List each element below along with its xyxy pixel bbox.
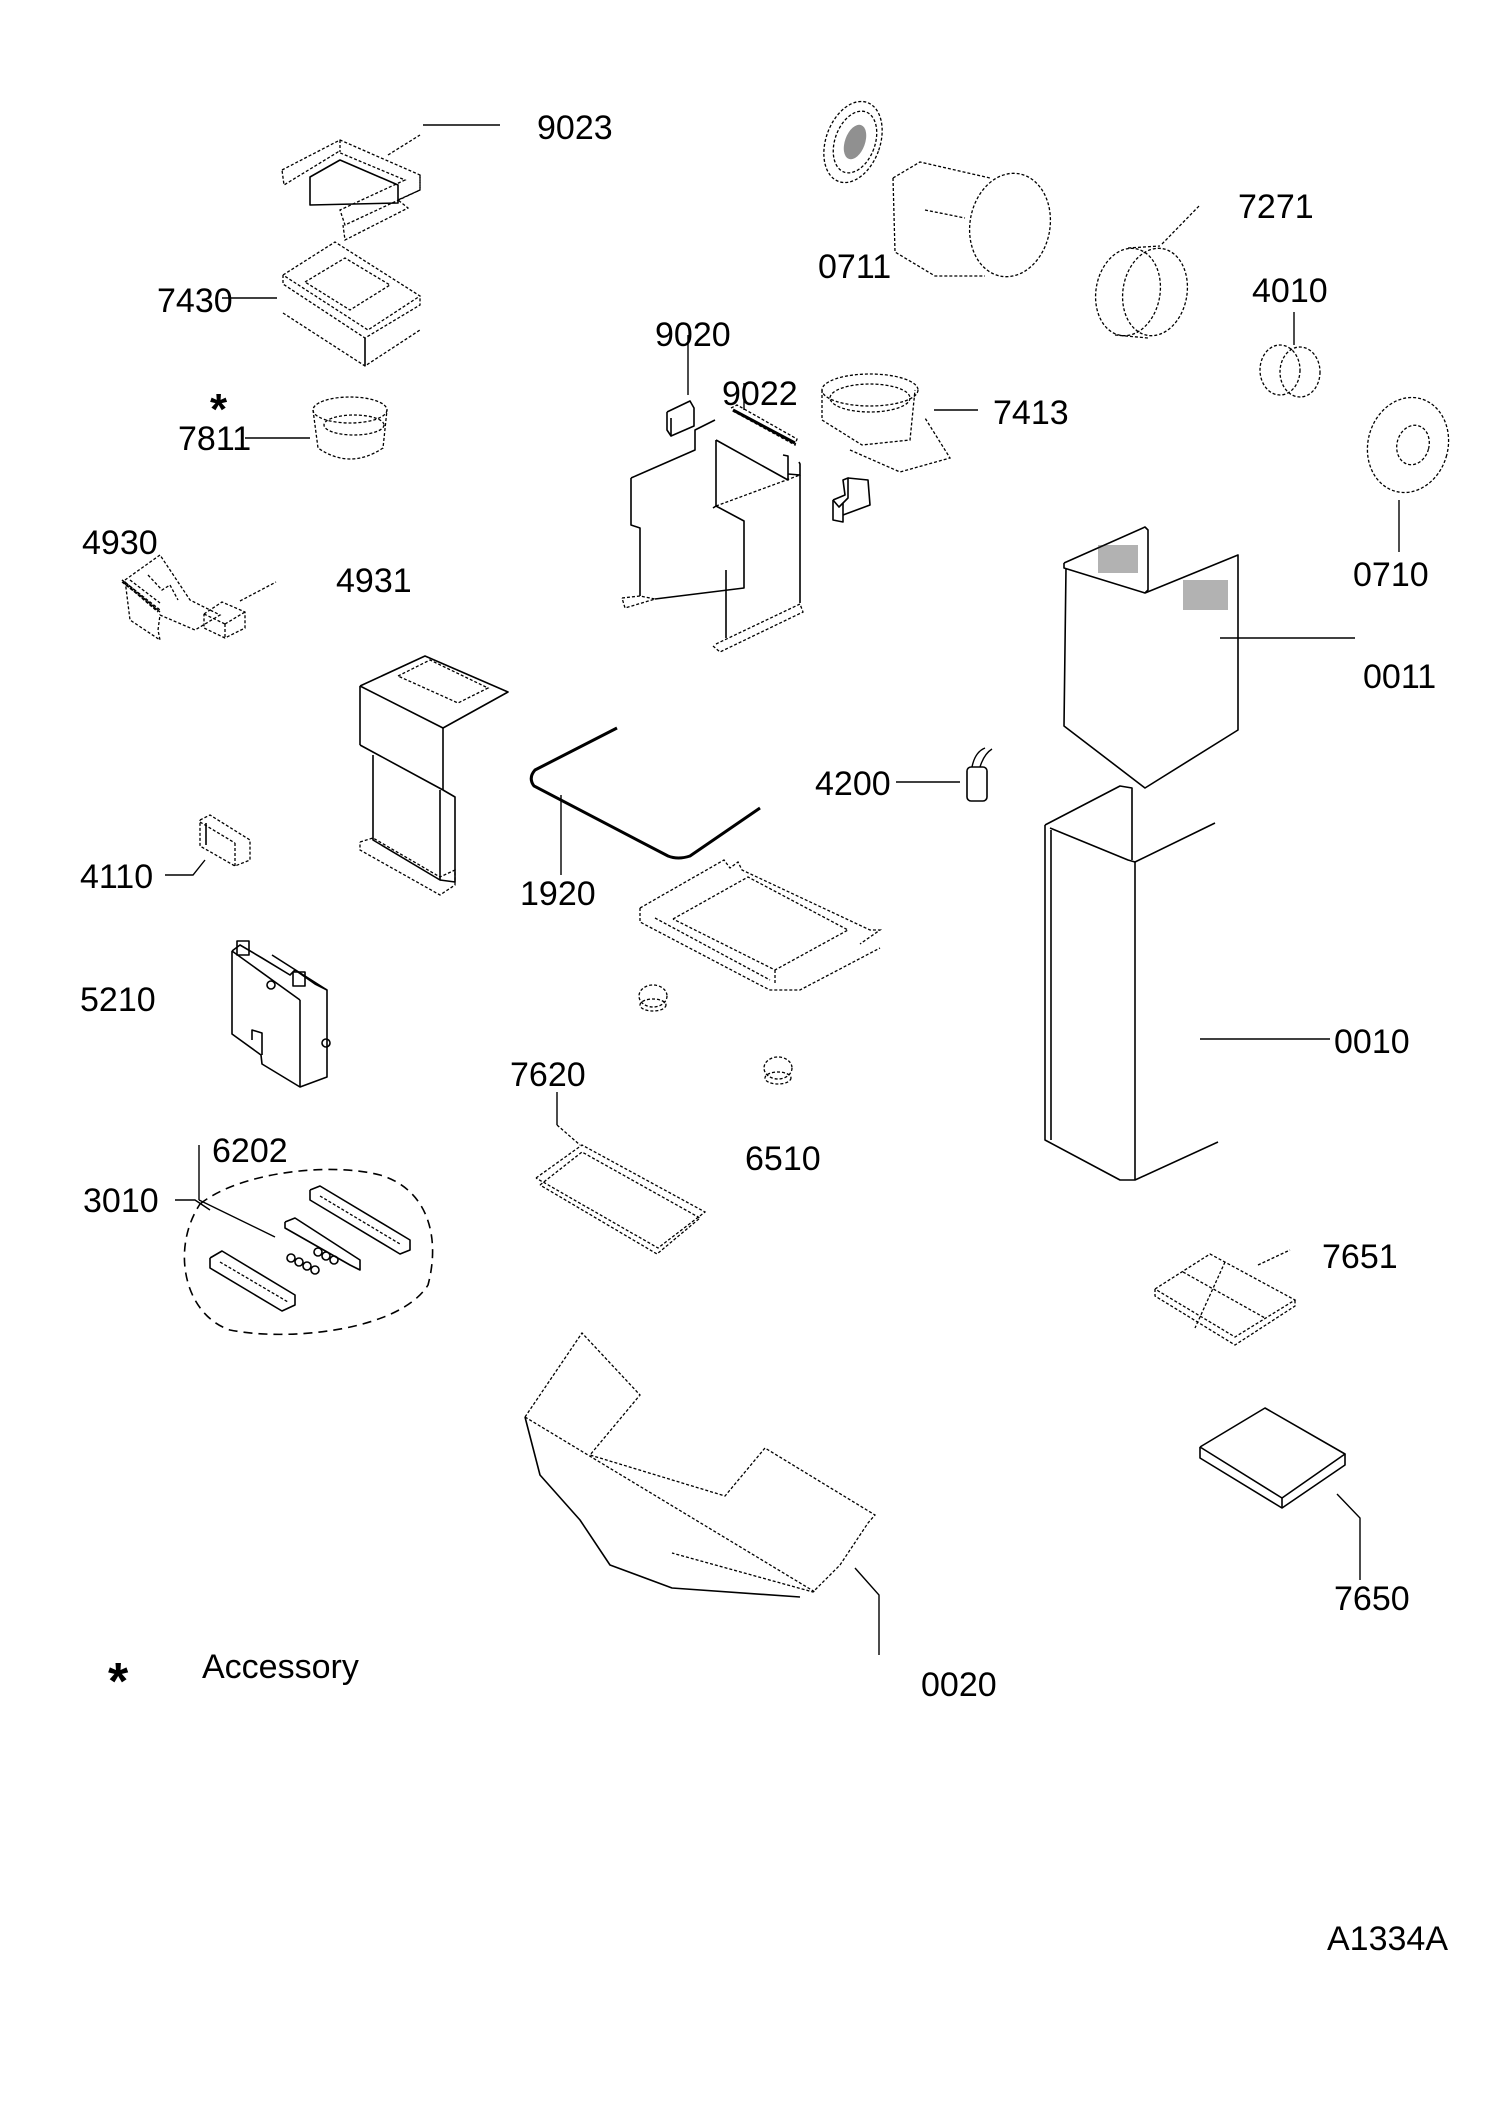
part-0020-drawing	[524, 1331, 880, 1655]
part-label-0020[interactable]: 0020	[921, 1666, 997, 1704]
drawing-id: A1334A	[1327, 1920, 1448, 1958]
leader-4930-b	[122, 581, 158, 611]
accessory-marker: *	[210, 385, 228, 434]
part-label-7430[interactable]: 7430	[157, 282, 233, 320]
part-label-0011[interactable]: 0011	[1363, 658, 1437, 696]
part-label-0711[interactable]: 0711	[818, 248, 892, 286]
part-label-9023[interactable]: 9023	[537, 109, 613, 147]
part-0011-drawing	[1063, 526, 1355, 789]
part-3010-drawing	[175, 1145, 434, 1336]
part-label-1920[interactable]: 1920	[520, 875, 596, 913]
part-label-7651[interactable]: 7651	[1322, 1238, 1398, 1276]
part-7271-drawing	[1094, 204, 1201, 339]
part-label-7620[interactable]: 7620	[510, 1056, 586, 1094]
part-1920-drawing	[529, 726, 761, 875]
part-7650-drawing	[1199, 1407, 1361, 1580]
part-label-4930[interactable]: 4930	[82, 524, 158, 562]
part-7811-drawing	[245, 396, 388, 460]
legend-accessory-symbol: *	[108, 1653, 129, 1711]
part-7413-drawing	[821, 373, 978, 473]
part-label-4110[interactable]: 4110	[80, 858, 154, 896]
part-7651-drawing	[1154, 1249, 1297, 1346]
part-4200-drawing	[896, 747, 993, 802]
part-6510-drawing	[638, 984, 793, 1085]
part-label-0710[interactable]: 0710	[1353, 556, 1429, 594]
part-9023-drawing	[281, 124, 500, 241]
part-0710-drawing	[1366, 396, 1450, 552]
part-label-9020[interactable]: 9020	[655, 316, 731, 354]
part-label-7811[interactable]: 7811	[178, 420, 252, 458]
part-label-4931[interactable]: 4931	[336, 562, 412, 600]
part-label-6510[interactable]: 6510	[745, 1140, 821, 1178]
part-7620-drawing	[535, 1092, 707, 1255]
part-fan-housing-drawing	[892, 161, 1052, 278]
part-label-5210[interactable]: 5210	[80, 981, 156, 1019]
part-label-9022[interactable]: 9022	[722, 375, 798, 413]
part-label-7650[interactable]: 7650	[1334, 1580, 1410, 1618]
part-9020-drawing	[666, 335, 695, 437]
part-inner-box-drawing	[359, 655, 509, 896]
part-0010-drawing	[1044, 785, 1330, 1181]
part-label-0010[interactable]: 0010	[1334, 1023, 1410, 1061]
leader-4930	[121, 581, 161, 613]
part-label-7271[interactable]: 7271	[1238, 188, 1314, 226]
part-4110-drawing	[165, 814, 251, 876]
part-label-3010[interactable]: 3010	[83, 1182, 159, 1220]
part-4931-drawing	[203, 581, 277, 639]
part-9022-drawing	[730, 383, 798, 446]
part-label-6202[interactable]: 6202	[212, 1132, 288, 1170]
part-7430-drawing	[222, 241, 422, 367]
part-4930-drawing	[121, 554, 222, 642]
legend-accessory-text: Accessory	[202, 1648, 359, 1686]
part-5210-drawing	[231, 940, 331, 1088]
part-label-4200[interactable]: 4200	[815, 765, 891, 803]
part-filter-tray-drawing	[639, 859, 883, 991]
part-4010-drawing	[1259, 312, 1321, 398]
part-0711-drawing	[823, 100, 883, 184]
part-label-7413[interactable]: 7413	[993, 394, 1069, 432]
part-motor-bracket-drawing	[621, 419, 871, 653]
part-label-4010[interactable]: 4010	[1252, 272, 1328, 310]
